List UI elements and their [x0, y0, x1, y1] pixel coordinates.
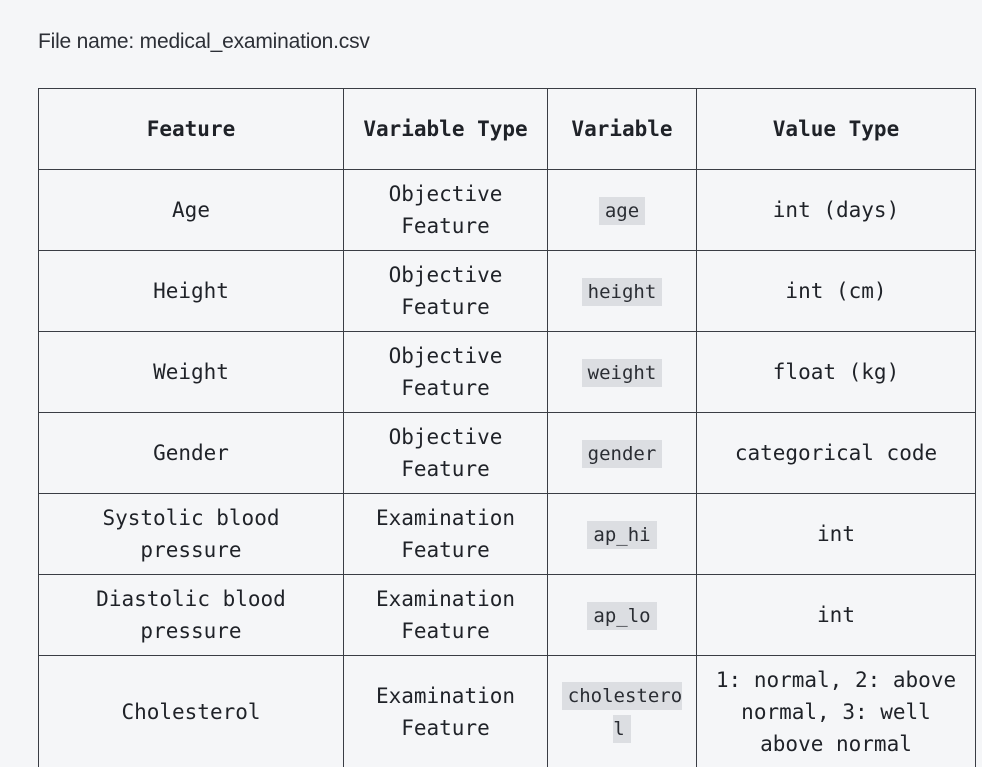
- cell-variable-type: Objective Feature: [343, 412, 548, 494]
- header-feature: Feature: [38, 88, 344, 170]
- cell-feature: Diastolic blood pressure: [38, 574, 344, 656]
- cell-variable: height: [547, 250, 697, 332]
- variable-code: age: [598, 196, 646, 225]
- features-table: Feature Variable Type Variable Value Typ…: [38, 88, 976, 767]
- cell-value-type: int (days): [696, 169, 976, 251]
- cell-feature: Height: [38, 250, 344, 332]
- cell-feature: Gender: [38, 412, 344, 494]
- cell-variable-type: Examination Feature: [343, 655, 548, 767]
- variable-code: weight: [581, 358, 663, 387]
- cell-variable: weight: [547, 331, 697, 413]
- table-header-row: Feature Variable Type Variable Value Typ…: [38, 88, 976, 170]
- cell-value-type: int: [696, 574, 976, 656]
- table-row: Age Objective Feature age int (days): [38, 169, 976, 251]
- cell-variable-type: Examination Feature: [343, 493, 548, 575]
- cell-variable: gender: [547, 412, 697, 494]
- cell-variable: cholesterol: [547, 655, 697, 767]
- cell-feature: Age: [38, 169, 344, 251]
- cell-value-type: int (cm): [696, 250, 976, 332]
- table-row: Gender Objective Feature gender categori…: [38, 412, 976, 494]
- cell-variable: ap_lo: [547, 574, 697, 656]
- cell-value-type: categorical code: [696, 412, 976, 494]
- header-variable: Variable: [547, 88, 697, 170]
- variable-code: gender: [581, 439, 663, 468]
- cell-feature: Systolic blood pressure: [38, 493, 344, 575]
- cell-value-type: 1: normal, 2: above normal, 3: well abov…: [696, 655, 976, 767]
- table-row: Cholesterol Examination Feature choleste…: [38, 655, 976, 767]
- cell-variable: age: [547, 169, 697, 251]
- cell-feature: Weight: [38, 331, 344, 413]
- cell-variable-type: Objective Feature: [343, 169, 548, 251]
- variable-code: height: [581, 277, 663, 306]
- cell-variable-type: Objective Feature: [343, 331, 548, 413]
- cell-variable-type: Objective Feature: [343, 250, 548, 332]
- table-row: Weight Objective Feature weight float (k…: [38, 331, 976, 413]
- table-row: Height Objective Feature height int (cm): [38, 250, 976, 332]
- cell-value-type: int: [696, 493, 976, 575]
- file-name-label: File name: medical_examination.csv: [38, 30, 370, 53]
- header-variable-type: Variable Type: [343, 88, 548, 170]
- cell-value-type: float (kg): [696, 331, 976, 413]
- cell-variable: ap_hi: [547, 493, 697, 575]
- table-row: Systolic blood pressure Examination Feat…: [38, 493, 976, 575]
- variable-code: ap_hi: [587, 520, 657, 549]
- table-row: Diastolic blood pressure Examination Fea…: [38, 574, 976, 656]
- variable-code: ap_lo: [587, 601, 657, 630]
- header-value-type: Value Type: [696, 88, 976, 170]
- cell-feature: Cholesterol: [38, 655, 344, 767]
- cell-variable-type: Examination Feature: [343, 574, 548, 656]
- variable-code: cholesterol: [561, 681, 683, 743]
